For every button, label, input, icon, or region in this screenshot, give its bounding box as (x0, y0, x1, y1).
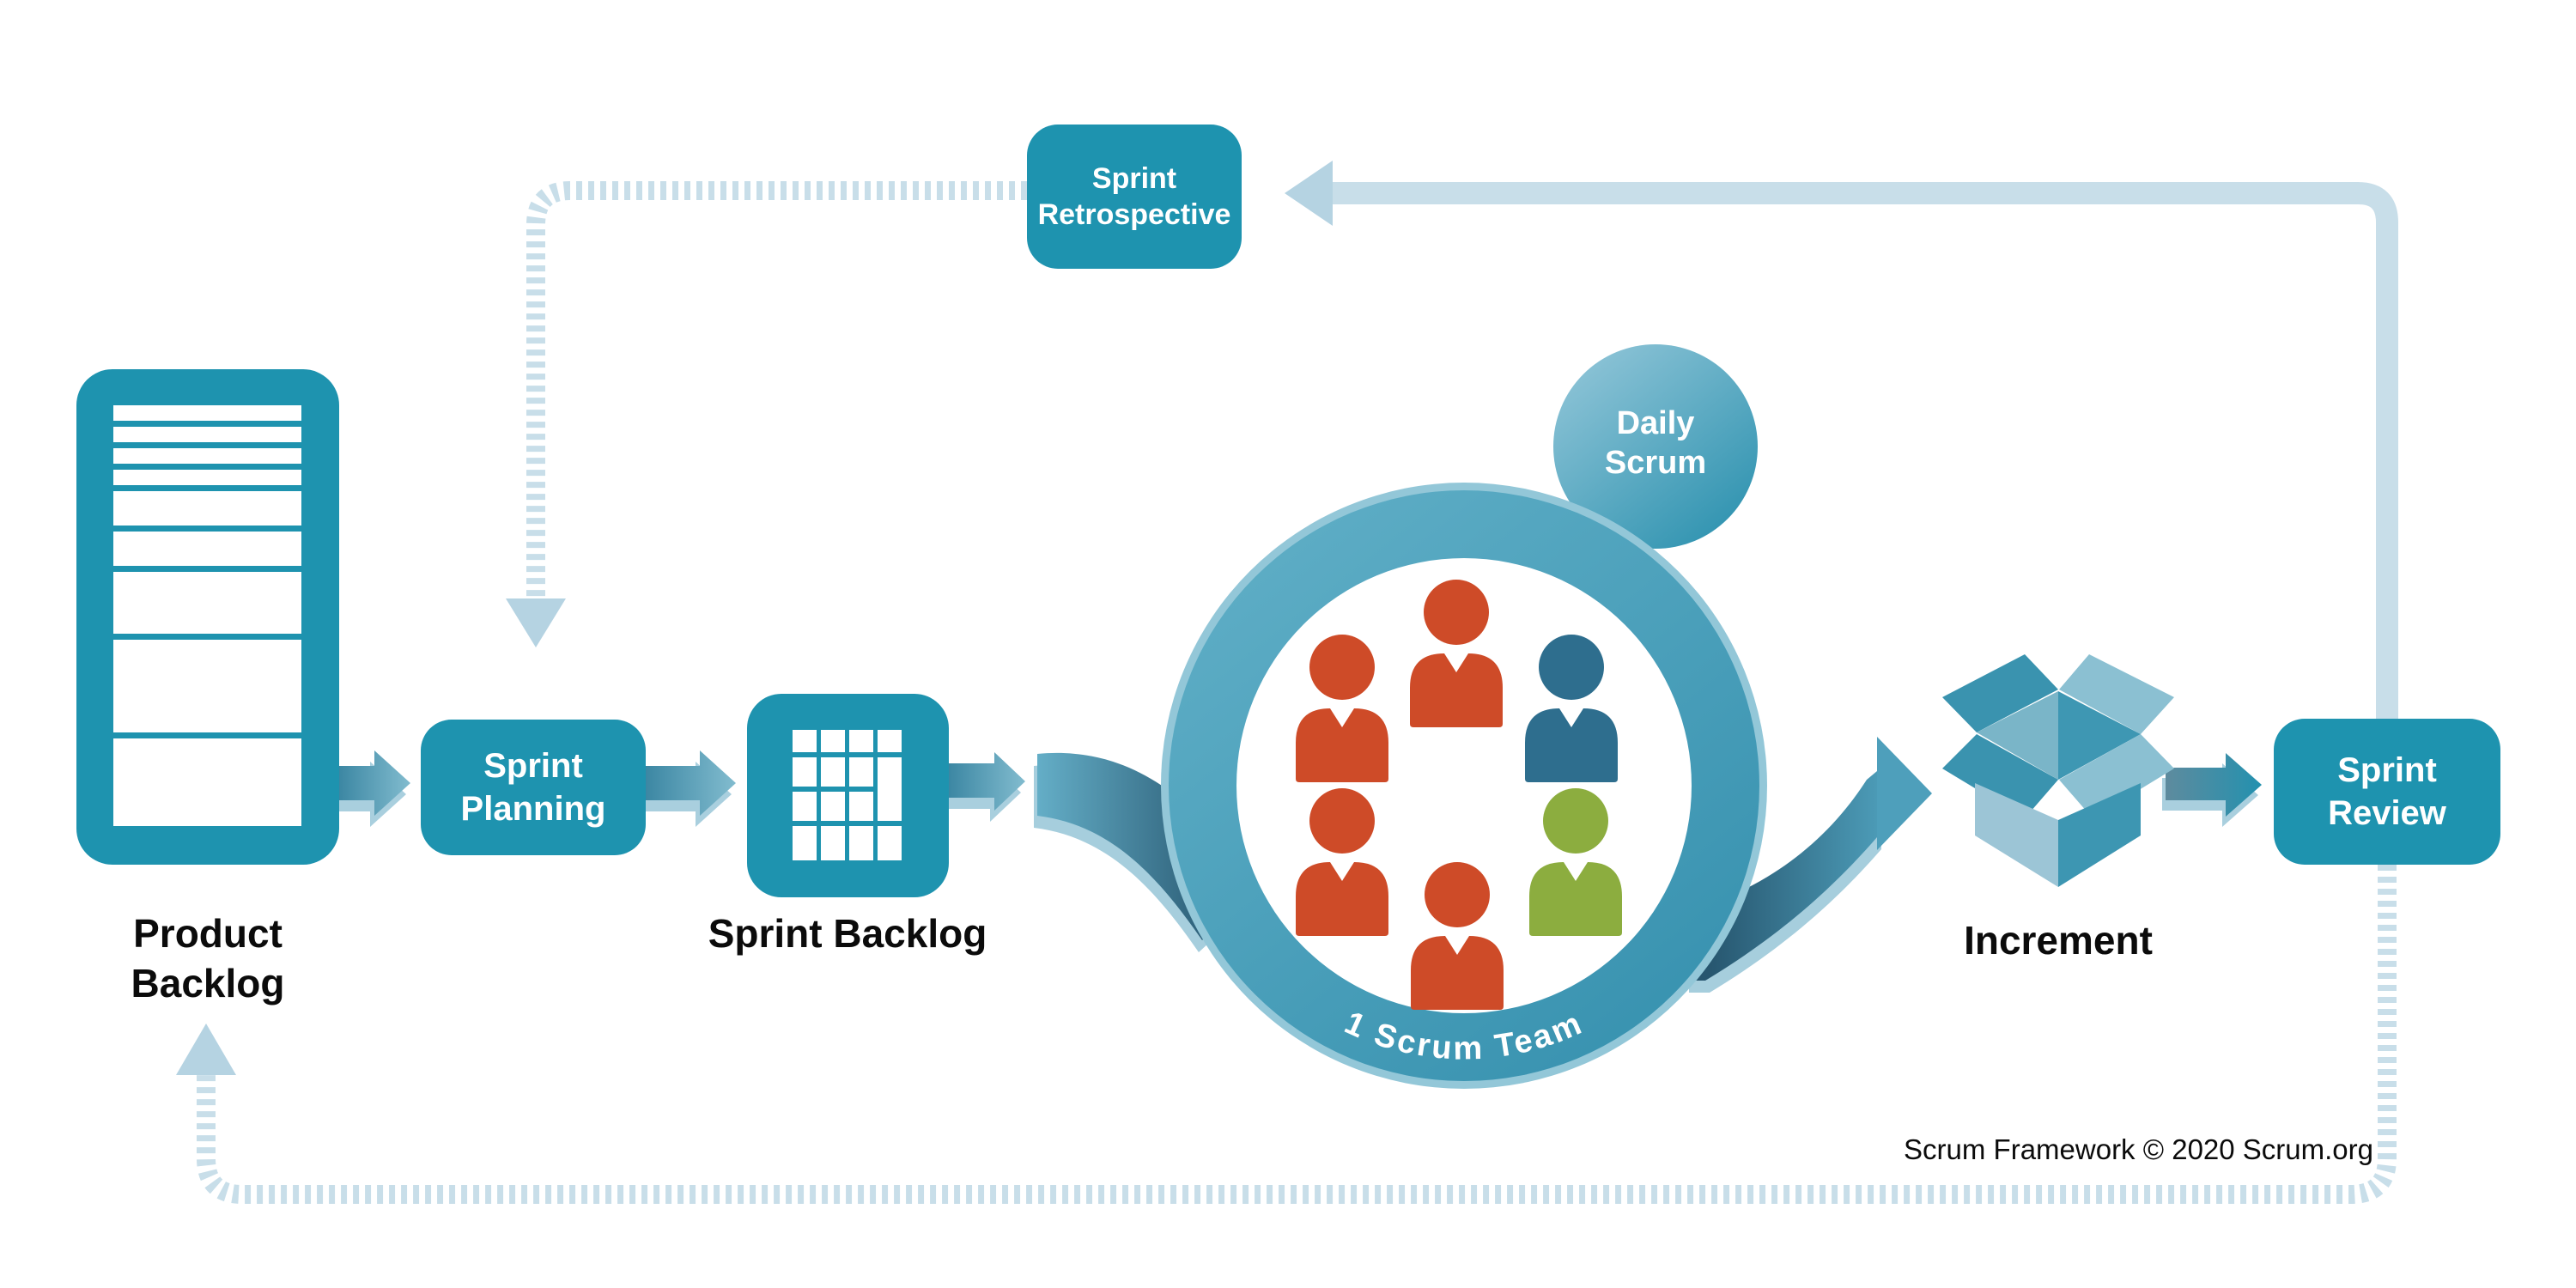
arrow-increment-to-sprint-review (2162, 753, 2262, 827)
sprint-cycle-return-line (176, 865, 2397, 1204)
left-arrowhead (1285, 161, 1333, 226)
sprint-planning-label: Sprint Planning (460, 747, 606, 828)
daily-scrum-bubble (1553, 344, 1758, 549)
up-arrowhead (176, 1024, 236, 1075)
stacked-list-icon (76, 369, 339, 865)
dashed-line-to-sprint-planning (526, 181, 1027, 598)
down-arrowhead (506, 598, 566, 647)
sprint-planning-box: Sprint Planning (421, 720, 646, 855)
arrow-product-backlog-to-sprint-planning (335, 750, 410, 827)
increment-label: Increment (1964, 918, 2153, 963)
right-arrowhead (1877, 737, 1932, 850)
sprint-retrospective-box: Sprint Retrospective (1027, 125, 1242, 269)
task-board-grid-icon (747, 694, 949, 897)
retrospective-feedback-line (506, 161, 2398, 719)
daily-scrum-label: Daily Scrum (1604, 405, 1707, 481)
sprint-review-box: Sprint Review (2274, 719, 2500, 865)
arrow-sprint-planning-to-sprint-backlog (641, 750, 736, 827)
arrow-sprint-backlog-to-scrum-team (945, 752, 1025, 822)
copyright-text: Scrum Framework © 2020 Scrum.org (1904, 1133, 2373, 1165)
open-box-icon (1942, 654, 2174, 887)
swoosh-out-of-scrum-team (1685, 737, 1932, 993)
sprint-review-label: Sprint Review (2328, 751, 2446, 832)
product-backlog-label: Product Backlog (131, 911, 285, 1005)
sprint-backlog-label: Sprint Backlog (708, 911, 987, 956)
sprint-retrospective-label: Sprint Retrospective (1037, 161, 1231, 232)
